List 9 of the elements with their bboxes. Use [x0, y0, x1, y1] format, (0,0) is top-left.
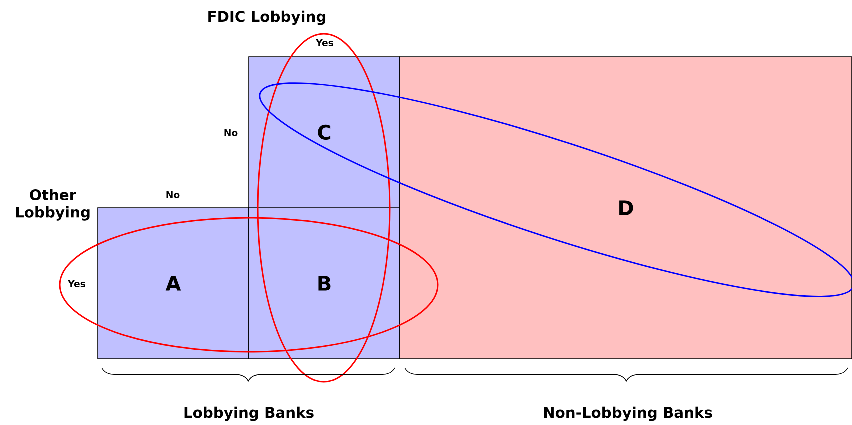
axis-label: Yes: [68, 280, 86, 288]
axis-label: No: [224, 130, 238, 136]
region-box: D: [400, 56, 852, 360]
region-box: A: [98, 208, 250, 360]
region-box: C: [248, 56, 400, 208]
axis-label: Lobbying Banks: [184, 406, 314, 422]
region-box: B: [248, 208, 400, 360]
axis-label: No: [166, 192, 180, 198]
axis-label: Yes: [316, 40, 334, 46]
